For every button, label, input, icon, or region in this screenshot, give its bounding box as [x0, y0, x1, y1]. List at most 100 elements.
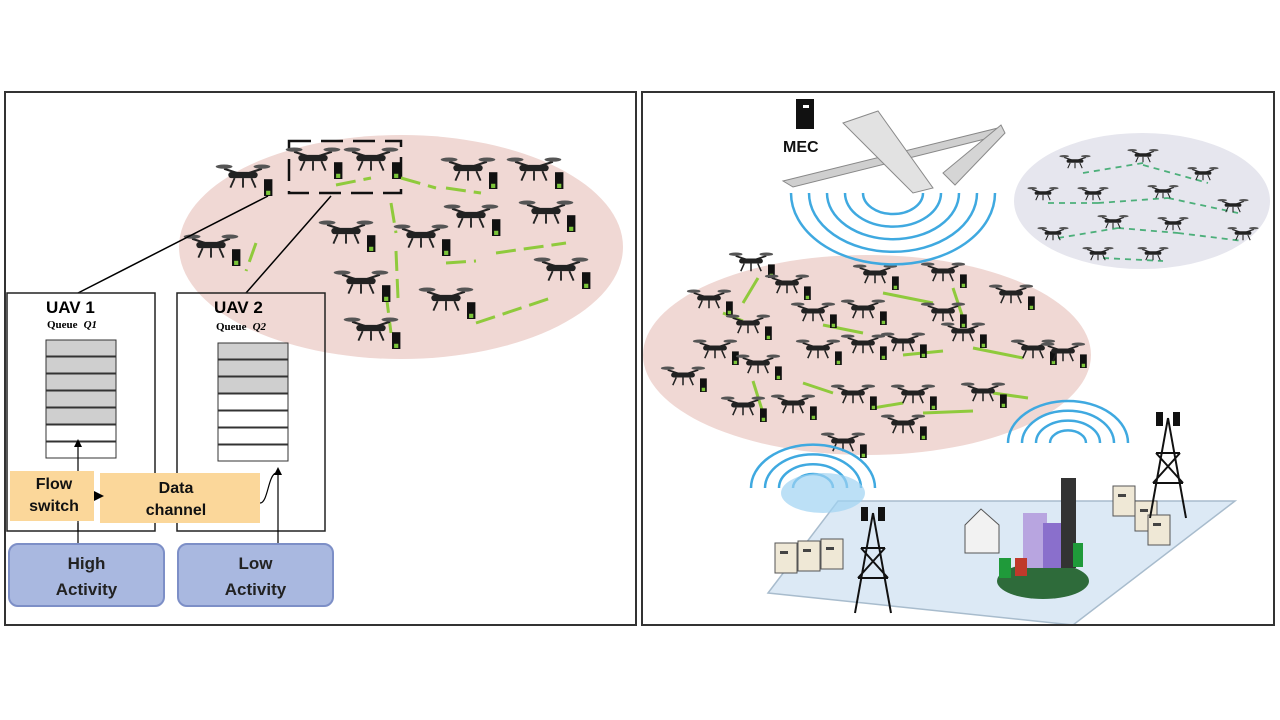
uav-link-line — [445, 186, 482, 195]
server-device-icon — [1080, 354, 1087, 368]
device-green-light — [893, 285, 898, 290]
drone-arm — [752, 317, 764, 323]
drone-arm — [351, 150, 366, 157]
violet-building — [1043, 523, 1061, 568]
drone-arm — [1246, 228, 1254, 233]
quadcopter-icon — [1040, 342, 1087, 368]
drone-arm — [1152, 186, 1160, 191]
queue-slot — [45, 441, 117, 459]
drone-rotor — [518, 200, 536, 205]
drone-rotor — [1010, 339, 1025, 343]
drone-rotor — [766, 354, 781, 358]
drone-body — [356, 154, 386, 162]
drone-rotor — [215, 164, 233, 169]
drone-legs — [457, 217, 485, 228]
quadcopter-icon — [533, 257, 591, 289]
server-device-icon — [555, 172, 564, 189]
quadcopter-icon — [1059, 155, 1091, 169]
drone-rotor — [951, 302, 966, 306]
drone-rotor — [1097, 215, 1107, 218]
drone-rotor — [356, 220, 374, 225]
drone-body — [346, 277, 376, 285]
drone-body — [1089, 251, 1107, 255]
quadcopter-icon — [343, 147, 401, 179]
drone-legs — [807, 350, 829, 359]
drone-legs — [782, 405, 804, 414]
antenna-panel — [861, 507, 868, 521]
drone-legs — [1155, 192, 1171, 199]
drone-arm — [376, 320, 391, 327]
drone-rotor — [851, 432, 866, 436]
drone-arm — [822, 342, 834, 348]
drone-rotor — [1149, 149, 1159, 152]
drone-legs — [732, 407, 754, 416]
quadcopter-icon — [285, 147, 343, 179]
quadcopter-icon — [215, 164, 273, 196]
drone-arm — [1017, 342, 1029, 348]
drone-arm — [1101, 248, 1109, 253]
quadcopter-icon — [1077, 187, 1109, 201]
device-green-light — [761, 417, 766, 422]
drone-body — [431, 294, 461, 302]
drone-rotor — [1099, 187, 1109, 190]
drone-rotor — [1104, 247, 1114, 250]
drone-rotor — [253, 164, 271, 169]
device-green-light — [1029, 305, 1034, 310]
server-device-icon — [920, 344, 927, 358]
drone-body — [406, 231, 436, 239]
server-rack-slot — [1153, 523, 1161, 526]
low-activity-line2: Activity — [224, 580, 287, 599]
device-green-light — [494, 230, 499, 235]
drone-legs — [776, 285, 798, 294]
quadcopter-icon — [333, 270, 391, 302]
uav-link-line — [922, 409, 974, 415]
drone-legs — [932, 313, 954, 322]
drone-legs — [892, 425, 914, 434]
quadcopter-icon — [920, 302, 967, 328]
device-green-light — [557, 183, 562, 188]
cell-tower-icon — [1149, 417, 1187, 519]
server-device-icon — [860, 444, 867, 458]
queue-slot — [217, 410, 289, 428]
drone-rotor — [911, 414, 926, 418]
drone-rotor — [1119, 215, 1129, 218]
drone-arm — [1206, 168, 1214, 173]
drone-arm — [755, 255, 767, 261]
drone-arm — [667, 369, 679, 375]
drone-arm — [947, 325, 959, 331]
device-green-light — [961, 323, 966, 328]
quadcopter-icon — [440, 157, 498, 189]
drone-arm — [987, 385, 999, 391]
drone-legs — [737, 325, 759, 334]
drone-body — [931, 308, 955, 314]
drone-body — [1084, 191, 1102, 195]
queue-slot — [217, 444, 289, 462]
signal-waves-group — [749, 192, 1130, 489]
signal-wave-arc — [807, 192, 979, 253]
mec-server-icon — [796, 99, 814, 129]
uav-link-line — [445, 259, 477, 265]
drone-body — [901, 390, 925, 396]
server-rack-slot — [803, 549, 811, 552]
quadcopter-icon — [735, 354, 782, 380]
queue-slot — [45, 339, 117, 357]
drone-legs — [1165, 224, 1181, 231]
drone-body — [331, 227, 361, 235]
quadcopter-icon — [880, 332, 927, 358]
high-activity-box: High Activity — [8, 543, 165, 607]
server-device-icon — [760, 408, 767, 422]
drone-rotor — [795, 274, 810, 278]
drone-rotor — [381, 317, 399, 322]
drone-arm — [1236, 200, 1244, 205]
drone-arm — [351, 223, 366, 230]
drone-legs — [740, 263, 762, 272]
drone-rotor — [221, 234, 239, 239]
device-green-light — [394, 173, 399, 178]
uav2-queue-text: Queue — [216, 321, 247, 333]
device-green-light — [776, 375, 781, 380]
drone-arm — [777, 397, 789, 403]
cell-tower-icon — [854, 512, 892, 614]
drone-body — [1154, 189, 1172, 193]
mec-label: MEC — [783, 139, 819, 156]
